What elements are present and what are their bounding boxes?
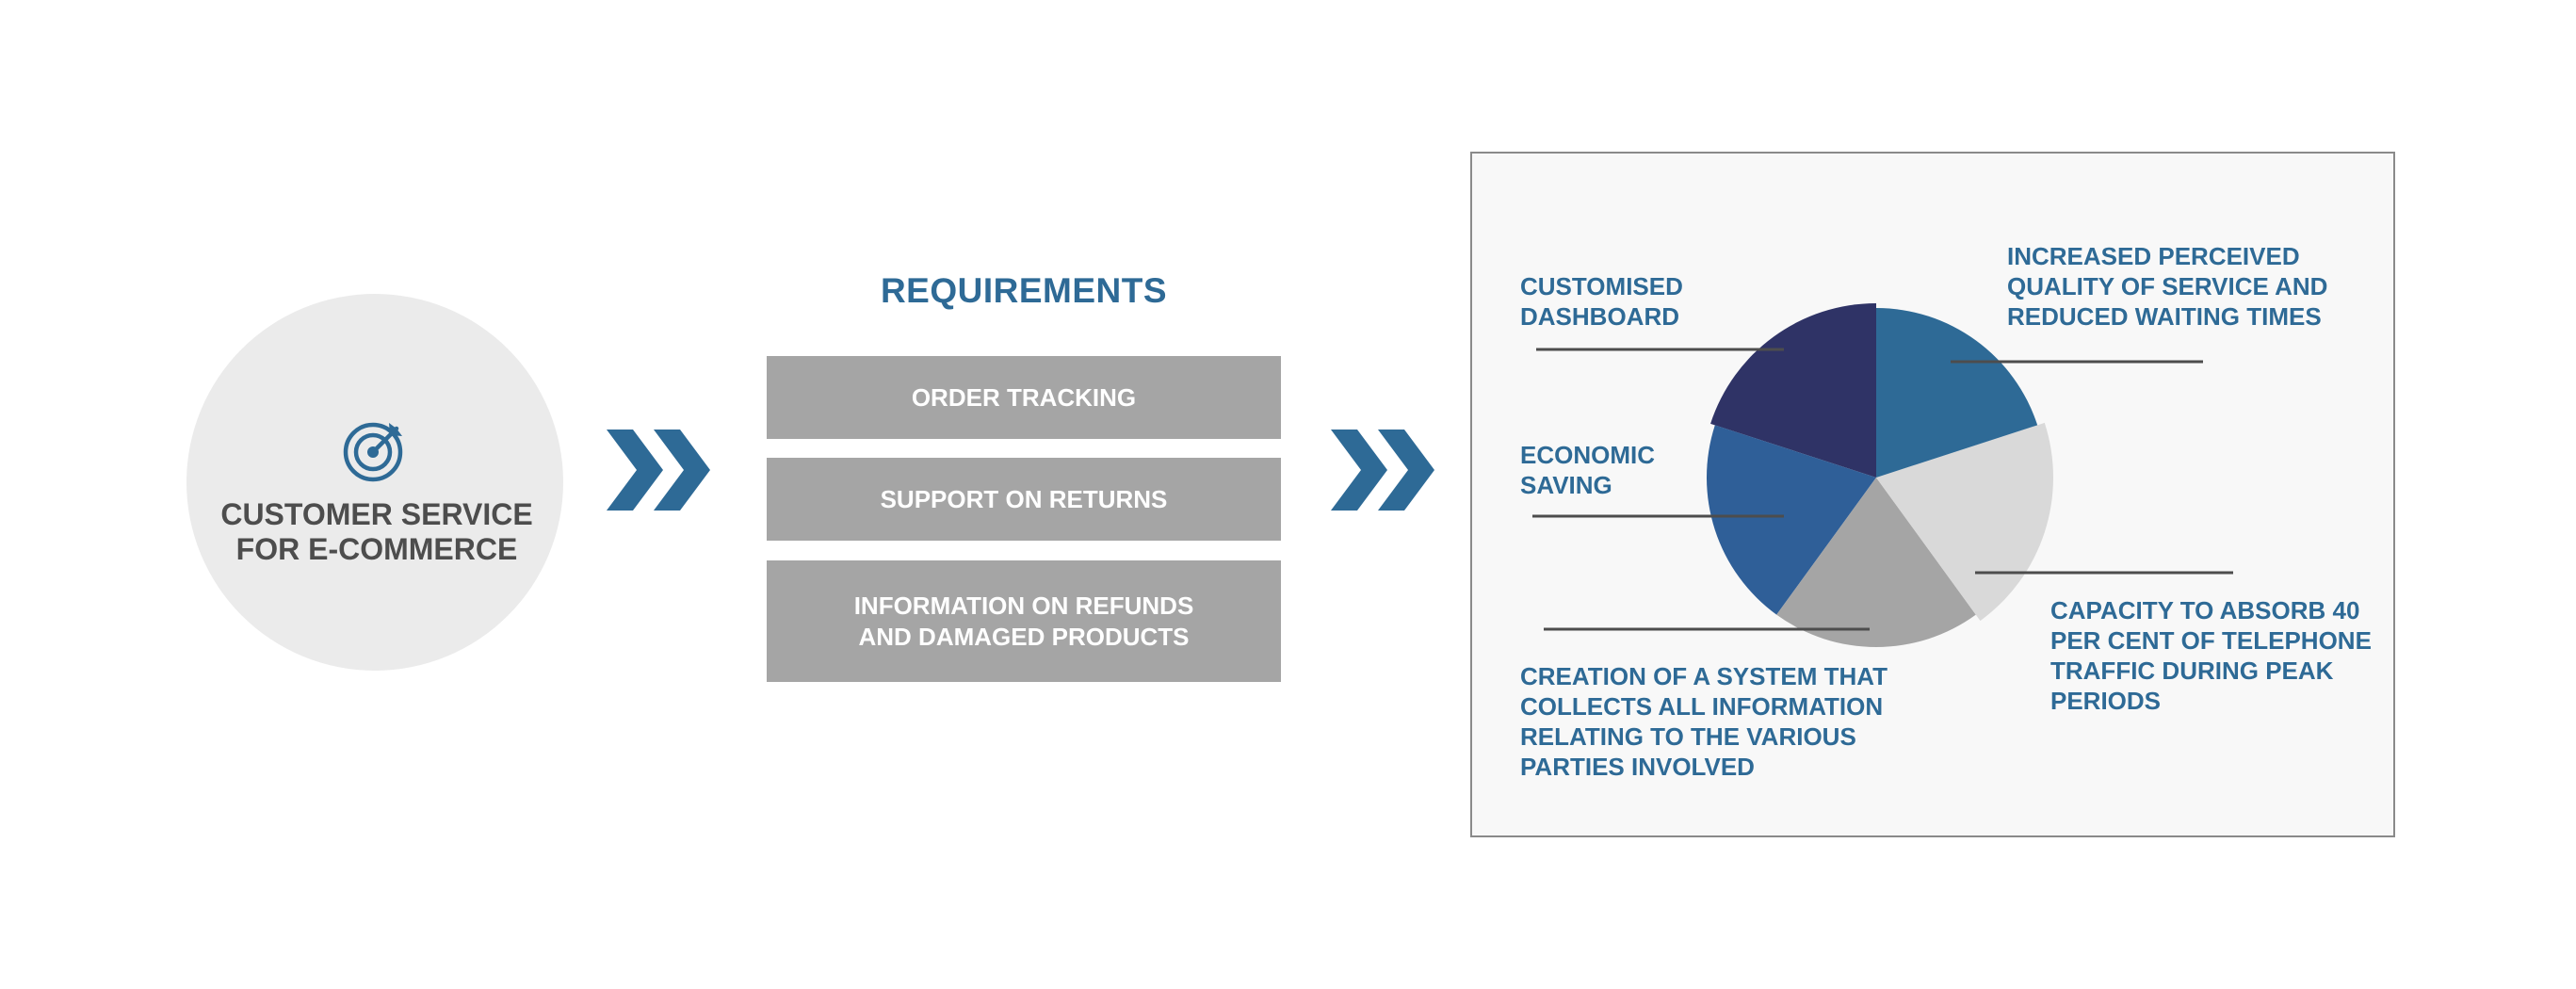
pie-slice	[1707, 425, 1876, 615]
target-icon	[343, 422, 403, 482]
label-increased-quality: INCREASED PERCEIVED QUALITY OF SERVICE A…	[2007, 242, 2328, 331]
double-chevron-right-icon	[607, 430, 710, 511]
requirement-box-refunds-damaged: INFORMATION ON REFUNDS AND DAMAGED PRODU…	[767, 560, 1281, 682]
pie-slice	[1710, 303, 1876, 478]
pie-slice	[1876, 308, 2038, 478]
benefits-pie-chart	[1532, 303, 2233, 647]
customer-service-circle	[186, 294, 563, 671]
double-chevron-right-icon	[1331, 430, 1434, 511]
customer-service-title: CUSTOMER SERVICE FOR E-COMMERCE	[220, 497, 533, 566]
label-economic-saving: ECONOMIC SAVING	[1520, 441, 1655, 499]
label-customised-dashboard: CUSTOMISED DASHBOARD	[1520, 272, 1683, 331]
requirement-box-support-on-returns: SUPPORT ON RETURNS	[767, 458, 1281, 541]
requirement-box-order-tracking: ORDER TRACKING	[767, 356, 1281, 439]
requirements-heading: REQUIREMENTS	[880, 271, 1168, 310]
pie-slice	[1776, 478, 1976, 647]
label-creation-system: CREATION OF A SYSTEM THAT COLLECTS ALL I…	[1520, 662, 1887, 781]
label-capacity-absorb: CAPACITY TO ABSORB 40 PER CENT OF TELEPH…	[2050, 596, 2372, 715]
